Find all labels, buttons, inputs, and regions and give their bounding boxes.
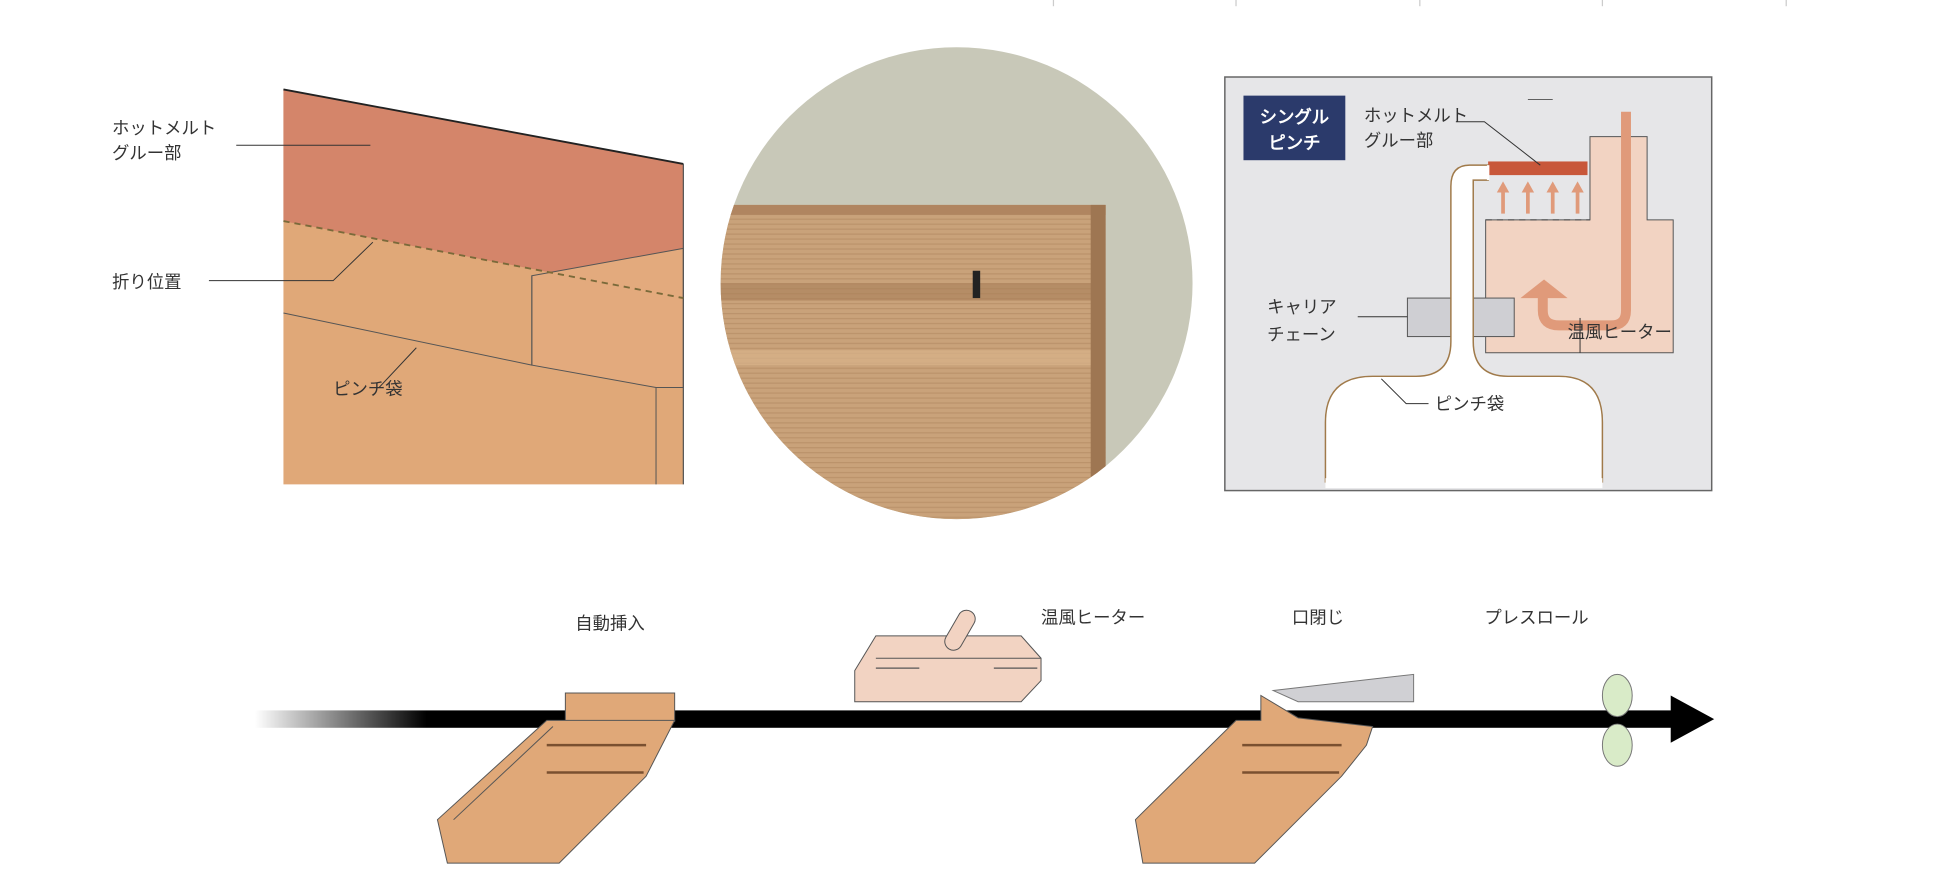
label-pinch-bag-right: ピンチ袋 [1435, 395, 1504, 415]
step-hot-air-heater: 温風ヒーター [1041, 608, 1145, 628]
hotmelt-glue-bar [1488, 161, 1588, 176]
label-heater: 温風ヒーター [1568, 323, 1672, 343]
hot-air-heater-illustration [854, 609, 1042, 703]
single-pinch-badge [1243, 95, 1346, 161]
bag-top-illustration [208, 88, 684, 485]
step-press-roll: プレスロール [1484, 608, 1588, 628]
label-carrier: キャリア [1267, 298, 1337, 318]
label-pinch-bag: ピンチ袋 [333, 380, 403, 400]
badge-line1: シングル [1260, 107, 1330, 128]
bag-insert-illustration [436, 692, 676, 864]
label-hotmelt-right-2: グルー部 [1364, 132, 1434, 152]
badge-line2: ピンチ [1268, 134, 1320, 154]
top-dividers [1052, 0, 1787, 7]
conveyor-arrow [254, 710, 1684, 728]
step-auto-insert: 自動挿入 [575, 615, 645, 635]
mouth-close-illustration [1134, 673, 1415, 864]
label-hotmelt: ホットメルト [112, 119, 216, 139]
hotmelt-glue-area [283, 89, 684, 299]
arrow-head-icon [1670, 695, 1715, 743]
process-flow [254, 609, 1715, 864]
step-mouth-close: 口閉じ [1292, 608, 1344, 628]
bag-photo-closeup [720, 47, 1193, 520]
label-hotmelt-right: ホットメルト [1364, 107, 1468, 127]
press-roll-icon [1601, 673, 1633, 767]
hot-air-heater-icon [1485, 111, 1674, 354]
label-hotmelt-2: グルー部 [112, 144, 182, 164]
single-pinch-panel: シングル ピンチ [1224, 76, 1713, 492]
fold-line [283, 220, 684, 299]
pinch-bag-shape [1324, 164, 1604, 483]
label-carrier-2: チェーン [1267, 325, 1336, 345]
label-fold-position: 折り位置 [112, 273, 182, 293]
